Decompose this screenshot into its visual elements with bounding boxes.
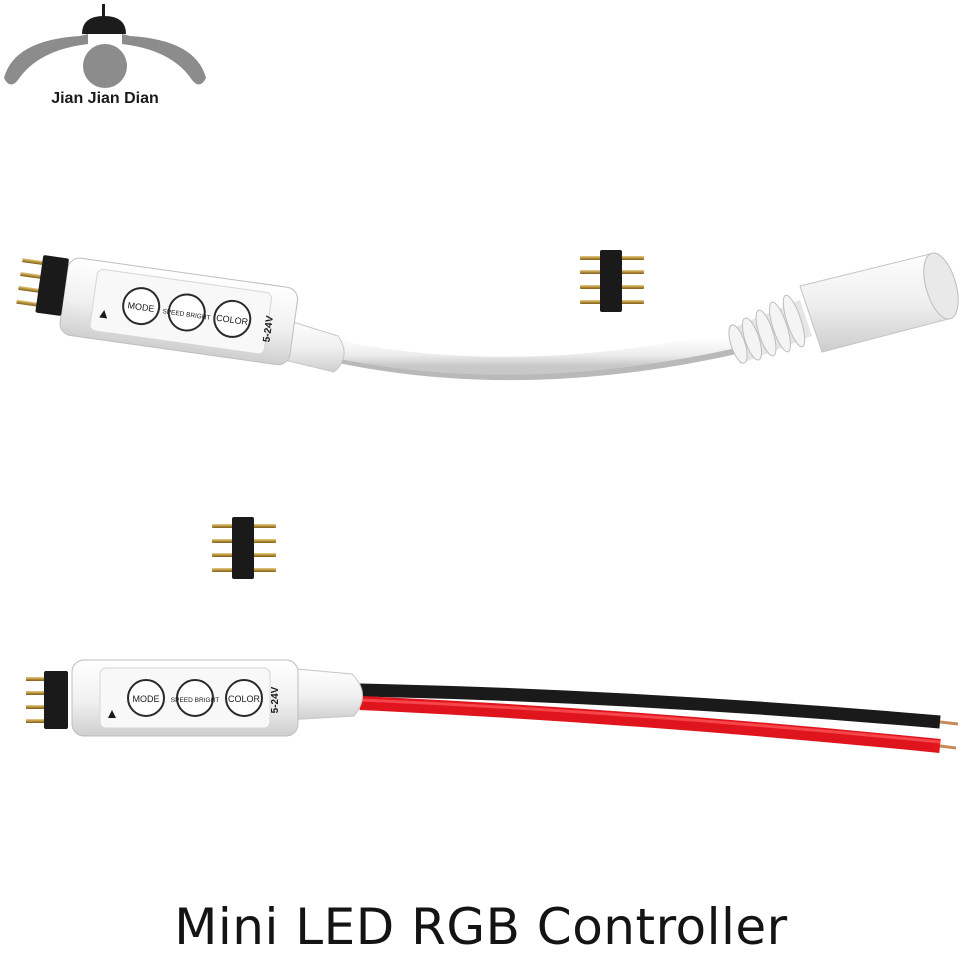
black-wire (359, 683, 959, 729)
mode-button-2-label: MODE (133, 694, 160, 704)
warning-icon-1 (99, 309, 108, 319)
controller-with-wire-leads: MODE SPEED BRIGHT COLOR 5-24V (26, 659, 959, 753)
color-button-2[interactable] (225, 679, 263, 717)
product-caption: Mini LED RGB Controller (174, 898, 788, 956)
mode-button-1-label: MODE (127, 300, 155, 314)
speed-bright-button-2[interactable] (176, 679, 214, 717)
speed-bright-button-2-label: SPEED BRIGHT (171, 697, 219, 704)
loose-pin-header-top (580, 250, 644, 312)
pin-connector-2 (26, 671, 68, 729)
red-wire (359, 696, 957, 753)
voltage-label-1: 5-24V (261, 315, 276, 343)
mode-button-2[interactable] (127, 679, 165, 717)
lamp-logo-icon (4, 4, 206, 88)
speed-bright-button-1[interactable] (166, 292, 207, 333)
loose-pin-header-middle (212, 517, 276, 579)
controller-with-dc-jack: MODE SPEED BRIGHT COLOR 5-24V (16, 252, 959, 381)
jack-strain-relief (728, 294, 812, 364)
color-button-2-label: COLOR (228, 694, 261, 704)
brand-name: Jian Jian Dian (51, 90, 159, 107)
color-button-1-label: COLOR (216, 313, 250, 327)
pin-connector-1 (16, 255, 69, 316)
voltage-label-2: 5-24V (270, 686, 281, 713)
warning-icon-2 (108, 710, 116, 718)
dc-female-jack (799, 252, 959, 353)
color-button-1[interactable] (212, 299, 253, 340)
mode-button-1[interactable] (121, 286, 162, 327)
